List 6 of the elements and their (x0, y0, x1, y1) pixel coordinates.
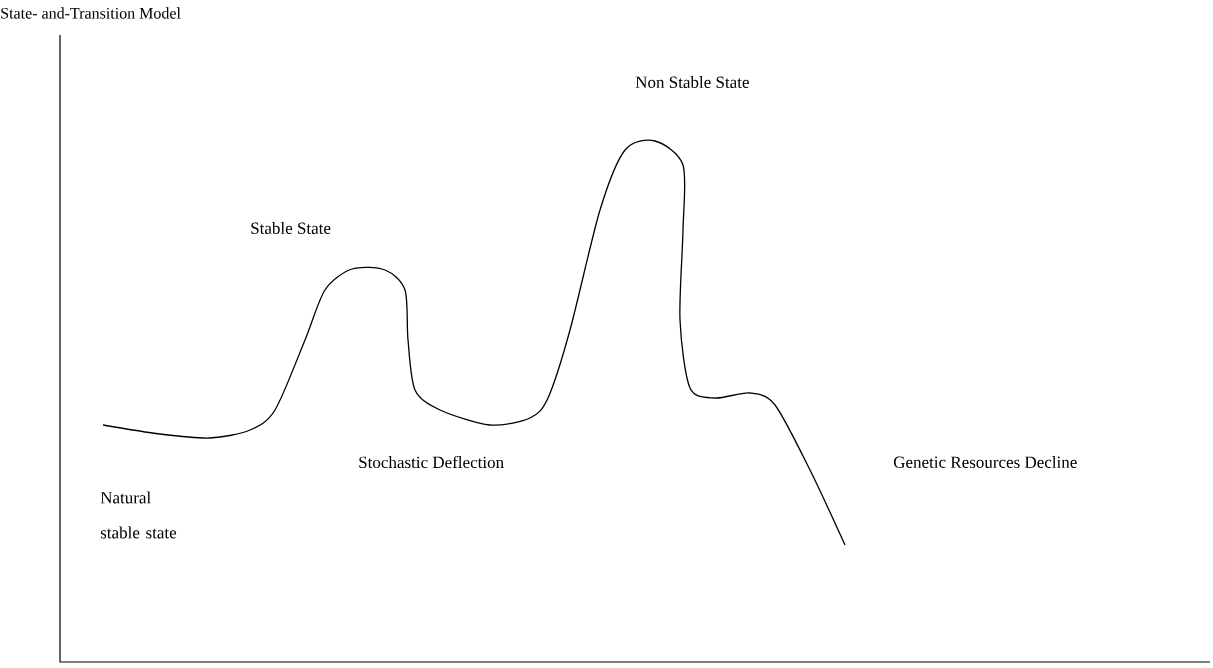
curve-label: Stable State (251, 222, 331, 234)
curve-label: Non Stable State (635, 76, 749, 88)
curve-label: Natural stable state (100, 491, 177, 539)
chart-title: State- and-Transition Model (1, 7, 181, 19)
curve-label: Stochastic Deflection (359, 455, 504, 469)
curve-label: Genetic Resources Decline (893, 456, 1077, 468)
